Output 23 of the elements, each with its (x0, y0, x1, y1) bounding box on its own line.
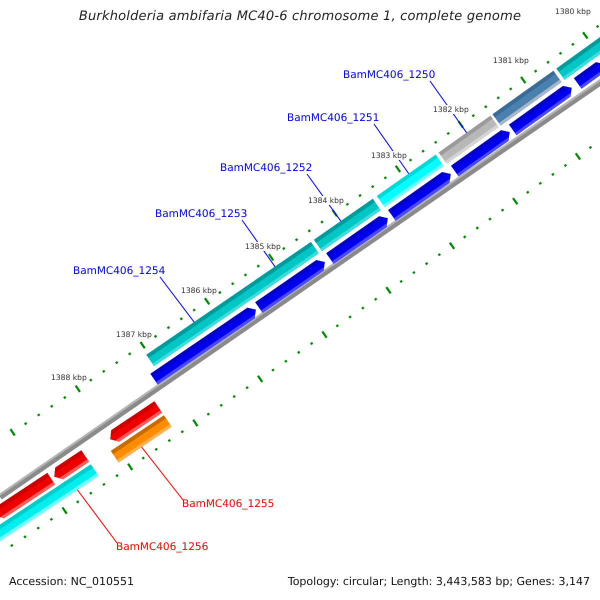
genome-stats: Topology: circular; Length: 3,443,583 bp; Genes: 3,147 (288, 575, 590, 588)
gene-segment (509, 86, 572, 136)
leader-line (160, 276, 195, 323)
gene-segment (326, 216, 388, 264)
gene-label: BamMC406_1254 (73, 265, 166, 277)
gene-label: BamMC406_1256 (116, 541, 208, 553)
gene-label: BamMC406_1250 (343, 69, 436, 81)
leader-line (141, 446, 184, 500)
gene-bar (110, 415, 172, 463)
gene-segment (255, 260, 325, 313)
gene-segment (54, 450, 90, 480)
gene-segment (0, 472, 56, 518)
gene-segment (574, 62, 600, 89)
gene-segment (451, 130, 510, 176)
gene-label: BamMC406_1252 (220, 162, 312, 174)
leader-line (77, 490, 118, 544)
gene-label: BamMC406_1253 (155, 208, 248, 220)
gene-segment (150, 308, 256, 384)
title: Burkholderia ambifaria MC40-6 chromosome 1, complete genome (78, 9, 522, 24)
gene-segment (388, 172, 451, 221)
gene-label: BamMC406_1255 (182, 498, 274, 510)
accession-note: Accession: NC_010551 (9, 575, 134, 588)
gene-label: BamMC406_1251 (287, 112, 380, 124)
